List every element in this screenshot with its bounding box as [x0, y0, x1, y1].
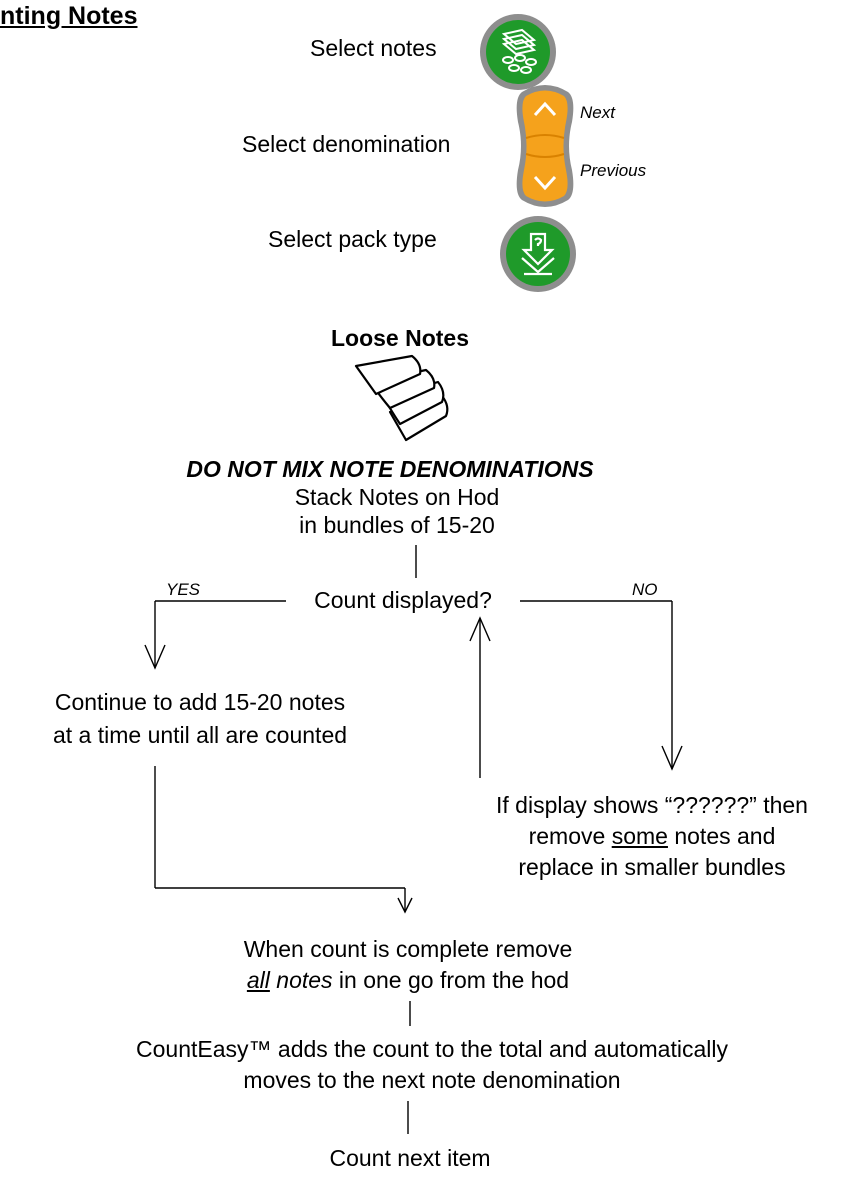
next-button[interactable]: [530, 95, 560, 125]
select-pack-type-button[interactable]: [498, 214, 578, 294]
yes-label: YES: [166, 580, 201, 599]
counteasy-line-1: CountEasy™ adds the count to the total a…: [136, 1036, 728, 1062]
stack-instruction-1: Stack Notes on Hod: [294, 484, 500, 510]
previous-label: Previous: [580, 161, 647, 180]
stack-instruction-2: in bundles of 15-20: [299, 512, 495, 538]
pack-type-icon: [521, 232, 555, 276]
no-branch-line-1: If display shows “??????” then: [496, 792, 808, 818]
counteasy-line-2: moves to the next note denomination: [243, 1067, 621, 1093]
page-title: nting Notes: [0, 2, 138, 30]
decision-question: Count displayed?: [314, 587, 492, 613]
yes-branch-line-2: at a time until all are counted: [52, 722, 348, 748]
previous-button[interactable]: [530, 167, 560, 197]
chevron-up-icon: [533, 101, 557, 117]
notes-icon: [501, 28, 537, 74]
select-notes-label: Select notes: [310, 35, 437, 61]
chevron-down-icon: [533, 175, 557, 191]
loose-notes-heading: Loose Notes: [330, 325, 470, 351]
mix-warning: DO NOT MIX NOTE DENOMINATIONS: [186, 456, 594, 482]
complete-line-2: all notes in one go from the hod: [246, 967, 570, 993]
loose-notes-icon: [354, 354, 449, 442]
next-label: Next: [580, 103, 615, 122]
no-label: NO: [632, 580, 658, 599]
complete-line-1: When count is complete remove: [243, 936, 573, 962]
final-step: Count next item: [329, 1145, 491, 1171]
yes-branch-line-1: Continue to add 15-20 notes: [54, 689, 346, 715]
no-branch-line-3: replace in smaller bundles: [518, 854, 786, 880]
no-branch-line-2: remove some notes and: [528, 823, 776, 849]
select-denomination-label: Select denomination: [242, 131, 451, 157]
select-notes-button[interactable]: [478, 12, 558, 92]
select-pack-type-label: Select pack type: [268, 226, 437, 252]
denomination-rocker: [516, 85, 574, 207]
